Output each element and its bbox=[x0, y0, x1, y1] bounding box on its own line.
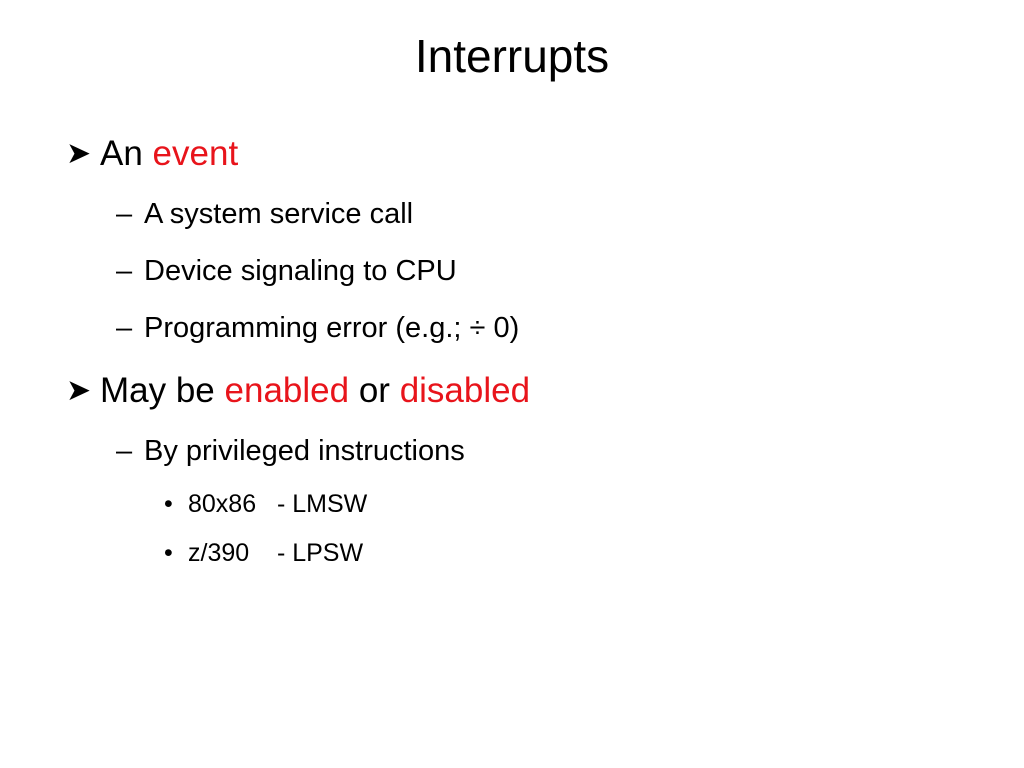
bullet-disabled-highlight: disabled bbox=[399, 371, 531, 410]
subitem-text: Programming error (e.g.; ÷ 0) bbox=[144, 312, 520, 344]
subsubitem-80x86: • 80x86 - LMSW bbox=[164, 488, 367, 520]
subsubitem-text: 80x86 - LMSW bbox=[188, 490, 368, 518]
subitem-text: Device signaling to CPU bbox=[144, 255, 457, 287]
subsubitem-z390: • z/390 - LPSW bbox=[164, 537, 363, 569]
dash-bullet-icon: – bbox=[116, 435, 133, 467]
dot-bullet-icon: • bbox=[164, 539, 173, 567]
arrow-bullet-icon: ➤ bbox=[66, 137, 92, 170]
subitem-system-service-call: –A system service call bbox=[116, 195, 413, 233]
subitem-privileged-instructions: –By privileged instructions bbox=[116, 432, 465, 470]
bullet-event-prefix: An bbox=[100, 134, 143, 173]
bullet-event-highlight: event bbox=[152, 134, 239, 173]
subitem-device-signaling: –Device signaling to CPU bbox=[116, 252, 457, 290]
bullet-enabled-middle: or bbox=[358, 371, 390, 410]
subsubitem-text: z/390 - LPSW bbox=[188, 539, 364, 567]
bullet-enabled-highlight: enabled bbox=[224, 371, 350, 410]
subitem-programming-error: –Programming error (e.g.; ÷ 0) bbox=[116, 309, 519, 347]
dash-bullet-icon: – bbox=[116, 198, 133, 230]
subitem-text: By privileged instructions bbox=[144, 435, 465, 467]
subitem-text: A system service call bbox=[144, 198, 414, 230]
dash-bullet-icon: – bbox=[116, 255, 133, 287]
arrow-bullet-icon: ➤ bbox=[66, 374, 92, 407]
bullet-event: ➤An event bbox=[66, 132, 238, 176]
dash-bullet-icon: – bbox=[116, 312, 133, 344]
slide-title: Interrupts bbox=[414, 30, 610, 82]
dot-bullet-icon: • bbox=[164, 490, 173, 518]
bullet-enabled-prefix: May be bbox=[100, 371, 215, 410]
bullet-enabled-disabled: ➤May be enabled or disabled bbox=[66, 369, 530, 413]
